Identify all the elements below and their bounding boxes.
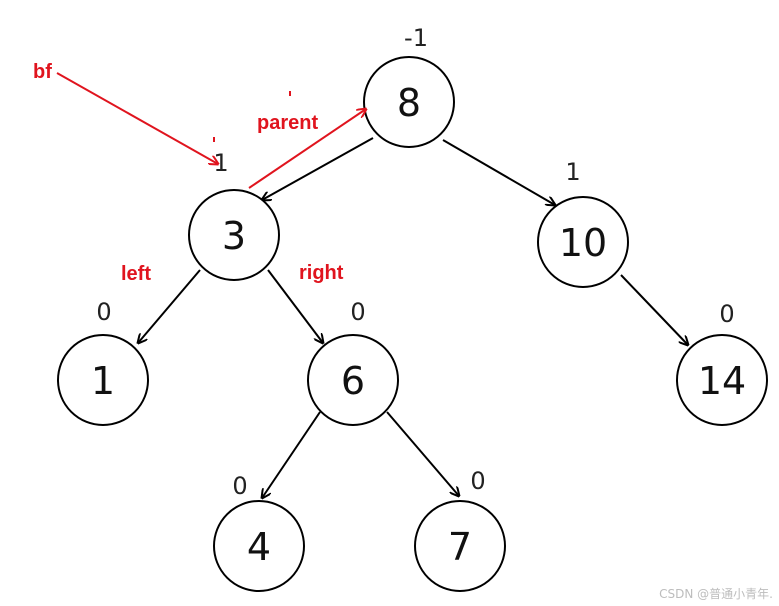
- node-key: 7: [448, 525, 472, 569]
- tree-node-1: 1: [57, 334, 149, 426]
- node-key: 4: [247, 525, 271, 569]
- edge-10-to-14: [620, 274, 688, 345]
- tree-nodes: 8 3 10 1 6 14 4 7: [57, 56, 768, 592]
- parent-pointer-arrow: [248, 109, 366, 189]
- tree-node-10: 10: [537, 196, 629, 288]
- node-key: 14: [698, 359, 746, 403]
- node-key: 6: [341, 359, 365, 403]
- node-key: 3: [222, 214, 246, 258]
- node-key: 8: [397, 81, 421, 125]
- red-annotations: bf parent left right: [33, 61, 366, 285]
- bf-annotation-label: bf: [33, 61, 52, 83]
- node-key: 1: [91, 359, 115, 403]
- edge-6-to-4: [262, 411, 321, 498]
- node-key: 10: [559, 221, 607, 265]
- tree-node-7: 7: [414, 500, 506, 592]
- tree-node-3: 3: [188, 189, 280, 281]
- tree-edges: [138, 137, 688, 498]
- bf-label-node-6: 0: [350, 298, 365, 326]
- bf-label-node-4: 0: [232, 472, 247, 500]
- watermark: CSDN @普通小青年.: [659, 587, 773, 601]
- edge-8-to-3: [262, 137, 374, 200]
- edge-3-to-6: [267, 269, 323, 343]
- bf-label-node-7: 0: [470, 467, 485, 495]
- parent-annotation-label: parent: [257, 112, 318, 134]
- balance-factors: -1 1 1 0 0 0 0 0: [96, 24, 734, 500]
- bf-label-node-14: 0: [719, 300, 734, 328]
- bf-label-node-1: 0: [96, 298, 111, 326]
- edge-3-to-1: [138, 269, 201, 343]
- bf-pointer-arrow: [56, 72, 218, 164]
- left-annotation-label: left: [121, 263, 151, 285]
- edge-6-to-7: [386, 411, 459, 496]
- tree-node-6: 6: [307, 334, 399, 426]
- tree-node-14: 14: [676, 334, 768, 426]
- tree-node-8: 8: [363, 56, 455, 148]
- right-annotation-label: right: [299, 262, 344, 284]
- bf-label-node-8: -1: [404, 24, 428, 52]
- bf-label-node-10: 1: [565, 158, 580, 186]
- edge-8-to-10: [442, 139, 555, 205]
- tree-node-4: 4: [213, 500, 305, 592]
